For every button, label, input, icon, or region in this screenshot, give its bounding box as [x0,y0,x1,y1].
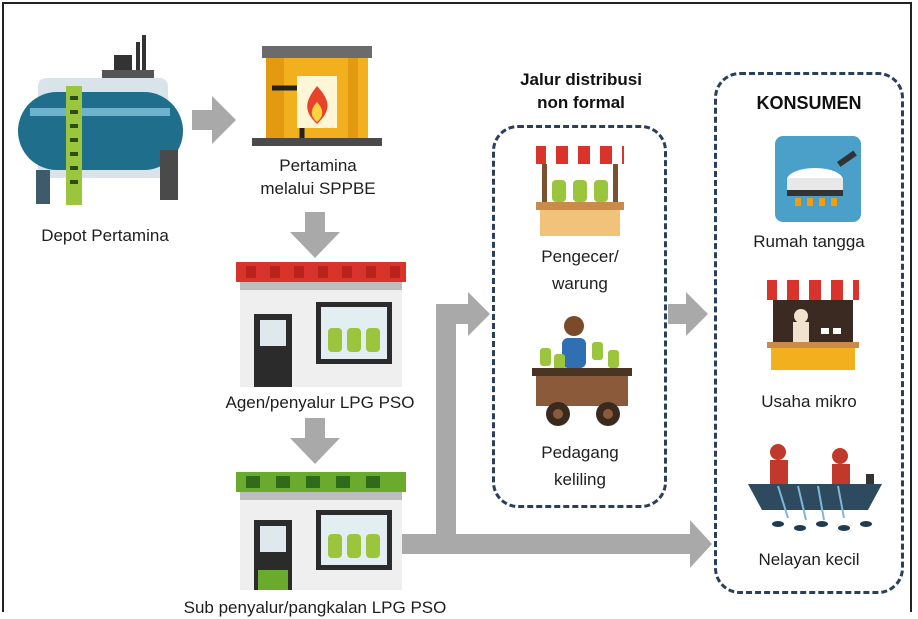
pedagang-label: Pedagang keliling [500,439,660,493]
pedagang-cart-icon [532,316,632,426]
arrow-nonformal-to-konsumen [668,292,708,336]
konsumen-title: KONSUMEN [756,93,862,113]
agen-label: Agen/penyalur LPG PSO [225,393,415,412]
warung-stall-icon [536,146,624,236]
pengecer-label-line2: warung [552,274,608,293]
arrow-agen-to-sub [290,418,340,464]
nelayan-kecil-label: Nelayan kecil [758,550,860,569]
sub-penyalur-label: Sub penyalur/pangkalan LPG PSO [183,598,447,617]
rumah-tangga-label: Rumah tangga [753,232,865,251]
sppbe-label-line1: Pertamina [279,156,357,175]
pedagang-label-line1: Pedagang [541,443,619,462]
sppbe-building-icon [252,46,382,146]
fishing-boat-icon [748,444,882,531]
arrow-sub-to-nelayan [402,520,712,568]
nonformal-title-line2: non formal [537,93,625,112]
depot-tank-icon [18,35,183,205]
pengecer-label-line1: Pengecer/ [541,247,619,266]
micro-business-stall-icon [767,280,859,370]
nonformal-title-line1: Jalur distribusi [520,70,642,89]
pedagang-label-line2: keliling [554,470,606,489]
sub-penyalur-shop-icon [236,472,406,590]
depot-label: Depot Pertamina [41,226,169,245]
nonformal-box [492,125,667,508]
nonformal-title: Jalur distribusi non formal [484,68,678,114]
konsumen-box [714,72,904,594]
sppbe-label: Pertamina melalui SPPBE [248,154,388,200]
kitchen-stove-icon [775,136,861,222]
agen-shop-icon [236,262,406,387]
arrow-branch-to-nonformal [436,292,490,336]
usaha-mikro-label: Usaha mikro [761,392,857,411]
pengecer-label: Pengecer/ warung [500,243,660,297]
arrow-branch-vertical [436,312,456,544]
sppbe-label-line2: melalui SPPBE [260,179,376,198]
arrow-sppbe-to-agen [290,212,340,258]
arrow-depot-to-sppbe [192,96,236,144]
